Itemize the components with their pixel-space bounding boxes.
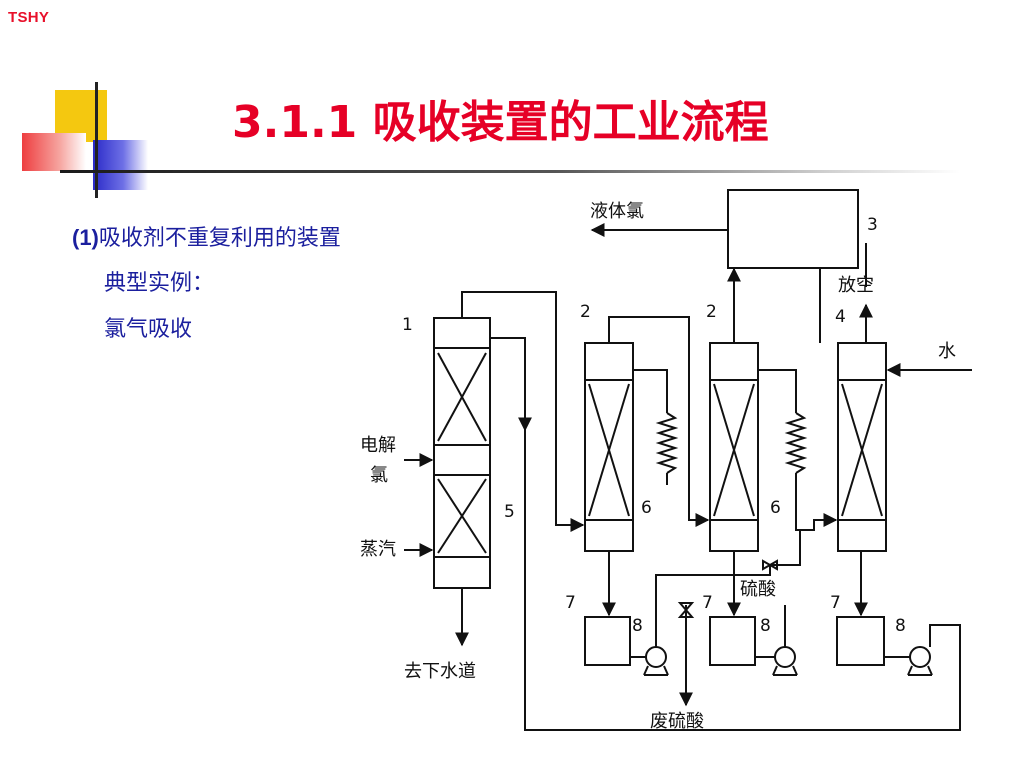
label-vent: 放空: [838, 275, 874, 296]
label-water: 水: [938, 341, 956, 362]
cooler-6a: [655, 412, 679, 474]
tag-7c: 7: [830, 593, 841, 613]
valve-acid: [762, 559, 778, 571]
label-electrolytic-1: 电解: [360, 435, 396, 456]
item-text: 吸收剂不重复利用的装置: [98, 226, 341, 251]
decor-red-square: [22, 133, 86, 171]
item-number: (1): [72, 225, 99, 250]
label-waste-acid: 废硫酸: [650, 711, 704, 732]
decor-horizontal-rule: [60, 170, 960, 173]
process-flow-diagram: 液体氯 放空 水 电解 氯 蒸汽 去下水道 硫酸 废硫酸 1 2 2 3 4 5…: [360, 189, 972, 732]
tank-7c: [836, 616, 885, 666]
decor-blue-square: [93, 140, 148, 190]
brand-logo-text: TSHY: [8, 9, 50, 26]
pump-8b: [772, 646, 798, 676]
tag-2a: 2: [580, 302, 591, 322]
column-2b: [709, 342, 759, 552]
slide-title: 3.1.1 吸收装置的工业流程: [232, 97, 769, 148]
tag-4: 4: [835, 307, 846, 327]
liquefier-3: [727, 189, 859, 269]
label-to-sewer: 去下水道: [404, 661, 476, 682]
label-liquid-chlorine: 液体氯: [590, 201, 644, 222]
tag-8c: 8: [895, 616, 906, 636]
pump-8a: [643, 646, 669, 676]
tag-5: 5: [504, 502, 515, 522]
tag-6a: 6: [641, 498, 652, 518]
tag-3: 3: [867, 215, 878, 235]
label-electrolytic-2: 氯: [370, 465, 388, 486]
example-value: 氯气吸收: [104, 317, 193, 342]
valve-waste: [677, 602, 695, 618]
pump-8c: [907, 646, 933, 676]
tag-7a: 7: [565, 593, 576, 613]
decor-vertical-line: [95, 82, 98, 198]
content-text: (1)吸收剂不重复利用的装置 典型实例： 氯气吸收: [72, 224, 341, 362]
tag-8a: 8: [632, 616, 643, 636]
tank-7a: [584, 616, 631, 666]
label-sulfuric-acid: 硫酸: [740, 579, 776, 600]
tag-1: 1: [402, 315, 413, 335]
tag-7b: 7: [702, 593, 713, 613]
tag-2b: 2: [706, 302, 717, 322]
item-line: (1)吸收剂不重复利用的装置: [72, 224, 341, 252]
example-label: 典型实例：: [104, 271, 215, 296]
column-4: [837, 342, 887, 552]
tag-8b: 8: [760, 616, 771, 636]
label-steam: 蒸汽: [360, 539, 396, 560]
tank-7b: [709, 616, 756, 666]
column-2a: [584, 342, 634, 552]
tag-6b: 6: [770, 498, 781, 518]
cooler-6b: [784, 412, 808, 474]
column-1: [433, 317, 491, 589]
